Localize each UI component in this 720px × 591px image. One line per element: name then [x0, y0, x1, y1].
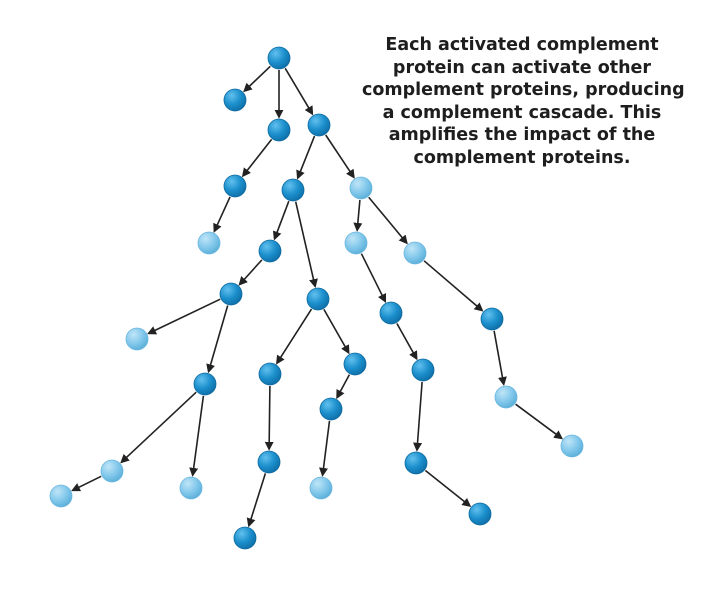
activation-arrow	[246, 473, 267, 528]
activated-protein-node	[223, 88, 247, 112]
activation-arrow	[189, 395, 205, 477]
activated-protein-node	[319, 397, 343, 421]
caption-line: a complement cascade. This	[382, 102, 662, 123]
activation-arrow	[325, 134, 355, 179]
activation-arrow	[238, 259, 263, 286]
activation-arrow	[120, 391, 197, 464]
activation-arrow	[241, 138, 273, 178]
activation-arrow	[264, 385, 274, 451]
activation-arrow	[368, 196, 408, 245]
activation-arrow	[360, 253, 387, 304]
activation-arrow	[515, 403, 564, 440]
activation-arrow	[493, 330, 507, 386]
cascade-arrows	[71, 65, 564, 528]
activation-arrow	[272, 200, 290, 241]
activated-protein-node	[480, 307, 504, 331]
cascade-proteins	[49, 46, 584, 550]
activated-protein-node	[267, 118, 291, 142]
complement-protein-node	[403, 241, 427, 265]
activation-arrow	[213, 196, 231, 233]
activation-arrow	[336, 374, 351, 400]
complement-protein-node	[179, 476, 203, 500]
activation-arrow	[423, 260, 484, 312]
activated-protein-node	[468, 502, 492, 526]
activation-arrow	[396, 323, 418, 361]
activation-arrow	[243, 65, 271, 93]
activated-protein-node	[219, 282, 243, 306]
complement-protein-node	[349, 176, 373, 200]
activated-protein-node	[193, 372, 217, 396]
activated-protein-node	[306, 287, 330, 311]
cascade-caption: Each activated complement protein can ac…	[362, 34, 685, 169]
complement-protein-node	[197, 231, 221, 255]
complement-protein-node	[309, 476, 333, 500]
activated-protein-node	[257, 450, 281, 474]
activation-arrow	[353, 199, 363, 232]
complement-protein-node	[100, 459, 124, 483]
activated-protein-node	[267, 46, 291, 70]
activation-arrow	[424, 469, 472, 508]
caption-line: amplifies the impact of the	[388, 125, 656, 145]
activation-arrow	[284, 67, 314, 116]
complement-protein-node	[494, 385, 518, 409]
activation-arrow	[294, 201, 318, 289]
activation-arrow	[276, 308, 313, 365]
activated-protein-node	[379, 301, 403, 325]
activation-arrow	[413, 381, 423, 452]
caption-line: complement proteins, producing	[362, 80, 685, 100]
complement-protein-node	[49, 484, 73, 508]
activation-arrow	[323, 309, 350, 355]
activation-arrow	[296, 135, 316, 180]
activated-protein-node	[307, 113, 331, 137]
activated-protein-node	[281, 178, 305, 202]
caption-line: complement proteins.	[413, 147, 631, 168]
activated-protein-node	[223, 174, 247, 198]
caption-line: Each activated complement	[385, 35, 659, 55]
activated-protein-node	[404, 451, 428, 475]
activated-protein-node	[411, 358, 435, 382]
activation-arrow	[147, 298, 221, 335]
activated-protein-node	[258, 362, 282, 386]
complement-protein-node	[344, 231, 368, 255]
activated-protein-node	[258, 239, 282, 263]
complement-protein-node	[560, 434, 584, 458]
activated-protein-node	[233, 526, 257, 550]
caption-line: protein can activate other	[392, 57, 652, 78]
activated-protein-node	[343, 352, 367, 376]
activation-arrow	[71, 475, 102, 492]
activation-arrow	[319, 420, 331, 477]
activation-arrow	[206, 305, 229, 374]
complement-protein-node	[125, 327, 149, 351]
